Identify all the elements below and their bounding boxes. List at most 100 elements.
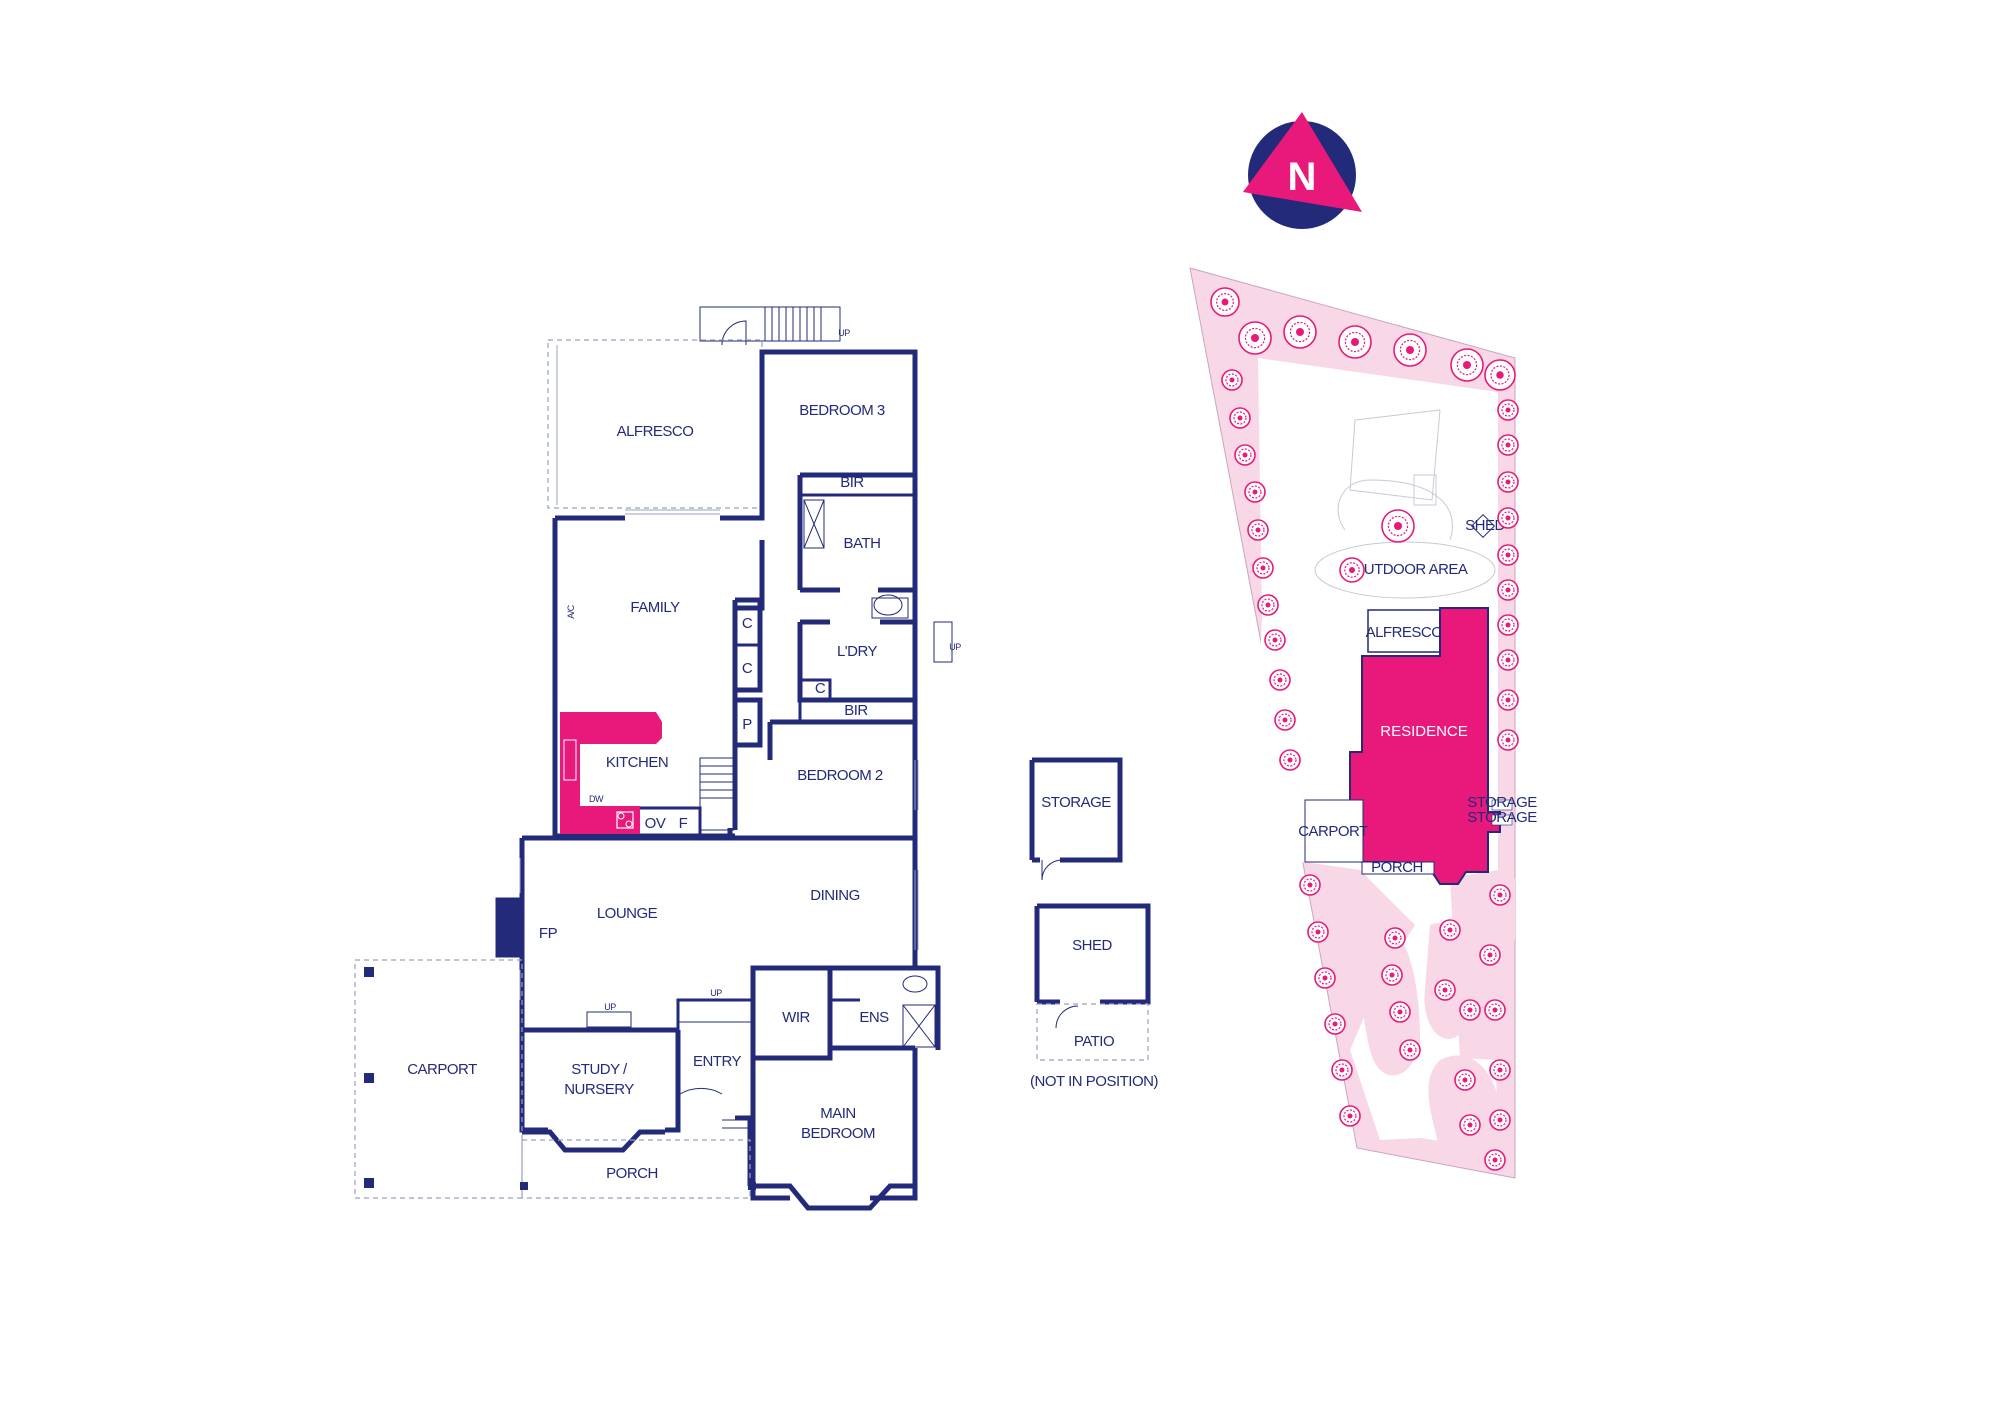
tree-icon: [1229, 407, 1251, 429]
tree-icon: [1489, 1059, 1511, 1081]
site-shed-label: SHED: [1465, 517, 1505, 534]
closet-c-2: C: [742, 660, 753, 677]
room-bedroom-2: BEDROOM 2: [797, 767, 883, 784]
outdoor-area-label: OUTDOOR AREA: [1353, 561, 1468, 578]
room-porch: PORCH: [606, 1165, 658, 1182]
tree-icon: [1279, 749, 1301, 771]
site-carport-label: CARPORT: [1298, 823, 1368, 840]
tree-icon: [1479, 944, 1501, 966]
up-stairs-top: UP: [838, 328, 850, 338]
room-dining: DINING: [810, 887, 860, 904]
room-family: FAMILY: [630, 599, 680, 616]
patio-label: PATIO: [1074, 1033, 1114, 1050]
tree-icon: [1274, 709, 1296, 731]
fireplace-block: [500, 902, 522, 953]
tree-icon: [1459, 1114, 1481, 1136]
tree-icon: [1331, 1059, 1353, 1081]
tree-icon: [1439, 919, 1461, 941]
tree-icon: [1339, 1105, 1361, 1127]
compass-letter: N: [1288, 155, 1317, 199]
patio-outline: [1036, 1003, 1149, 1061]
tree-icon: [1399, 1039, 1421, 1061]
room-main: MAIN: [820, 1105, 856, 1122]
site-trees: [1210, 287, 1519, 1171]
site-alfresco-label: ALFRESCO: [1366, 624, 1443, 641]
tree-icon: [1221, 369, 1243, 391]
tree-icon: [1497, 614, 1519, 636]
tree-icon: [1434, 979, 1456, 1001]
label-fireplace: FP: [539, 925, 558, 942]
outbuildings: STORAGE SHED PATIO (NOT IN POSITION): [1029, 757, 1159, 1090]
tree-icon: [1299, 874, 1321, 896]
tree-icon: [1384, 927, 1406, 949]
tree-icon: [1244, 481, 1266, 503]
site-alfresco: [1367, 609, 1441, 653]
label-fridge: F: [679, 815, 688, 832]
kitchen-bench: [560, 712, 662, 832]
site-porch: [1361, 861, 1435, 875]
tree-icon: [1314, 967, 1336, 989]
closet-c-3: C: [815, 680, 826, 697]
tree-icon: [1238, 321, 1272, 355]
tree-icon: [1210, 287, 1240, 317]
site-carport: [1304, 799, 1364, 863]
carport-outline: [354, 959, 523, 1199]
room-study: STUDY /: [571, 1061, 628, 1078]
pantry-p: P: [742, 716, 752, 733]
tree-icon: [1269, 669, 1291, 691]
site-porch-label: PORCH: [1371, 859, 1423, 876]
kitchen-cooktop-bench: [560, 806, 640, 834]
room-nursery: NURSERY: [564, 1081, 634, 1098]
tree-icon: [1338, 325, 1372, 359]
room-wir: WIR: [782, 1009, 810, 1026]
closet-c-1: C: [742, 615, 753, 632]
site-plan: OUTDOOR AREA SHED ALFRESCO RESIDENCE CAR…: [1189, 267, 1538, 1179]
tree-icon: [1454, 1069, 1476, 1091]
storage-walls: [1032, 757, 1123, 863]
house-floor-plan: ALFRESCO BEDROOM 3 BIR BATH FAMILY A/C C…: [354, 306, 962, 1211]
tree-icon: [1497, 471, 1519, 493]
site-storage-2: STORAGE: [1467, 809, 1537, 826]
tree-icon: [1393, 333, 1427, 367]
tree-icon: [1484, 1149, 1506, 1171]
tree-icon: [1497, 649, 1519, 671]
up-entry: UP: [710, 988, 722, 998]
tree-icon: [1381, 509, 1415, 543]
kitchen-stairs: [699, 757, 735, 831]
tree-icon: [1234, 444, 1256, 466]
site-residence-label: RESIDENCE: [1380, 723, 1468, 740]
site-storage-1: STORAGE: [1467, 794, 1537, 811]
tree-icon: [1324, 1013, 1346, 1035]
storage-label: STORAGE: [1041, 794, 1111, 811]
garden-bed-3: [1428, 1055, 1502, 1150]
room-laundry: L'DRY: [837, 643, 878, 660]
room-bath: BATH: [844, 535, 881, 552]
tree-icon: [1283, 315, 1317, 349]
tree-icon: [1264, 629, 1286, 651]
shed-label: SHED: [1072, 937, 1112, 954]
tree-icon: [1450, 348, 1484, 382]
room-carport: CARPORT: [407, 1061, 477, 1078]
tree-icon: [1307, 921, 1329, 943]
room-bir-top: BIR: [840, 474, 864, 491]
garden-bed-1: [1361, 924, 1420, 1076]
shed-walls: [1037, 903, 1151, 1005]
not-in-position-note: (NOT IN POSITION): [1030, 1073, 1158, 1090]
site-shed: [1470, 513, 1496, 539]
tree-icon: [1497, 434, 1519, 456]
room-alfresco: ALFRESCO: [617, 423, 694, 440]
tree-icon: [1497, 544, 1519, 566]
room-lounge: LOUNGE: [597, 905, 658, 922]
tree-icon: [1247, 519, 1269, 541]
top-stairs: [699, 306, 841, 346]
tree-icon: [1497, 579, 1519, 601]
tree-icon: [1257, 594, 1279, 616]
tree-icon: [1389, 1001, 1411, 1023]
porch-outline: [521, 1139, 751, 1199]
room-main-bedroom: BEDROOM: [801, 1125, 875, 1142]
room-bedroom-3: BEDROOM 3: [799, 402, 885, 419]
label-ac: A/C: [566, 604, 576, 619]
tree-icon: [1497, 399, 1519, 421]
tree-icon: [1497, 729, 1519, 751]
